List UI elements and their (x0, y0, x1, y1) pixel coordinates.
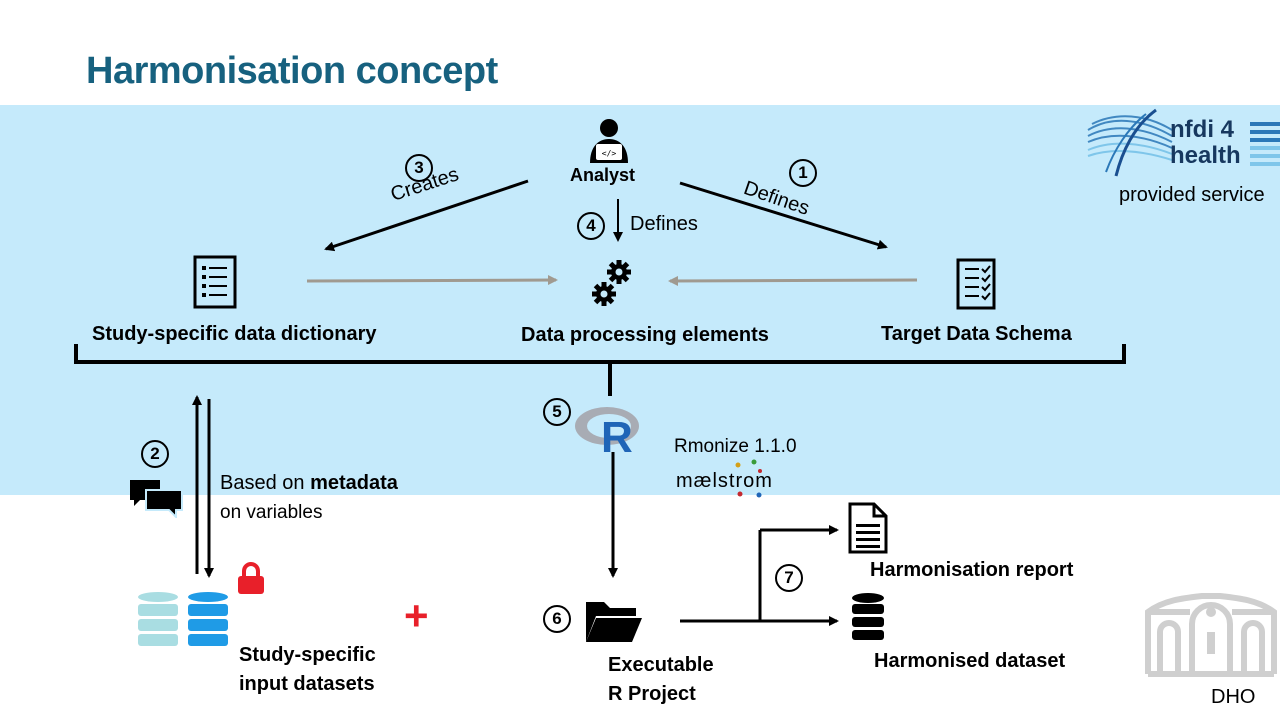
step-5-badge: 5 (543, 398, 571, 426)
step-7-badge: 7 (775, 564, 803, 592)
maelstrom-wordmark: mælstrom (676, 470, 773, 492)
processing-label: Data processing elements (521, 324, 769, 346)
report-document-icon (848, 502, 888, 554)
svg-text:R: R (601, 413, 633, 456)
nfdi-line1: nfdi 4 (1170, 116, 1234, 143)
metadata-note-line2: on variables (220, 502, 323, 523)
developer-person-icon: </> (590, 119, 628, 163)
dataset-database-icon (852, 593, 884, 640)
input-databases-icon (138, 592, 228, 646)
arrow-schema-to-processing (668, 275, 918, 286)
provided-service-caption: provided service (1119, 184, 1265, 206)
open-folder-icon (586, 602, 642, 642)
input-datasets-line2: input datasets (239, 673, 375, 695)
arrow-creates (324, 179, 529, 252)
r-logo-icon: R (575, 407, 639, 456)
nfdi4health-logo (1087, 108, 1173, 177)
dho-building-icon (1145, 593, 1277, 677)
arrow-defines-schema (679, 181, 888, 250)
arrow-label-defines-processing: Defines (630, 213, 698, 235)
metadata-note-line1: Based on metadata (220, 472, 398, 494)
page-title: Harmonisation concept (86, 50, 498, 92)
dho-label: DHO (1211, 686, 1256, 708)
step-4-badge: 4 (577, 212, 605, 240)
step-6-badge: 6 (543, 605, 571, 633)
plus-sign: + (404, 592, 429, 639)
lock-icon (238, 562, 264, 594)
step-1-badge: 1 (789, 159, 817, 187)
service-band (0, 105, 1280, 495)
analyst-label: Analyst (570, 165, 636, 185)
step-2-badge: 2 (141, 440, 169, 468)
project-label-line2: R Project (608, 683, 696, 705)
schema-label: Target Data Schema (881, 323, 1072, 345)
maelstrom-dots-icon (735, 459, 762, 498)
dataset-label: Harmonised dataset (874, 650, 1066, 672)
dictionary-list-icon (193, 255, 237, 309)
nfdi-line2: health (1170, 142, 1241, 169)
svg-text:</>: </> (602, 149, 617, 158)
step-3-badge: 3 (405, 154, 433, 182)
gears-icon (592, 260, 631, 306)
input-datasets-line1: Study-specific (239, 644, 376, 666)
checklist-icon (956, 258, 996, 310)
report-label: Harmonisation report (870, 559, 1074, 581)
nfdi-bars-icon (1250, 122, 1280, 166)
chat-bubbles-icon (130, 480, 183, 518)
arrow-dictionary-to-processing (306, 275, 558, 286)
rmonize-version-label: Rmonize 1.1.0 (674, 436, 797, 457)
project-label-line1: Executable (608, 654, 714, 676)
dictionary-label: Study-specific data dictionary (92, 323, 377, 345)
grouping-brace (74, 344, 1126, 364)
